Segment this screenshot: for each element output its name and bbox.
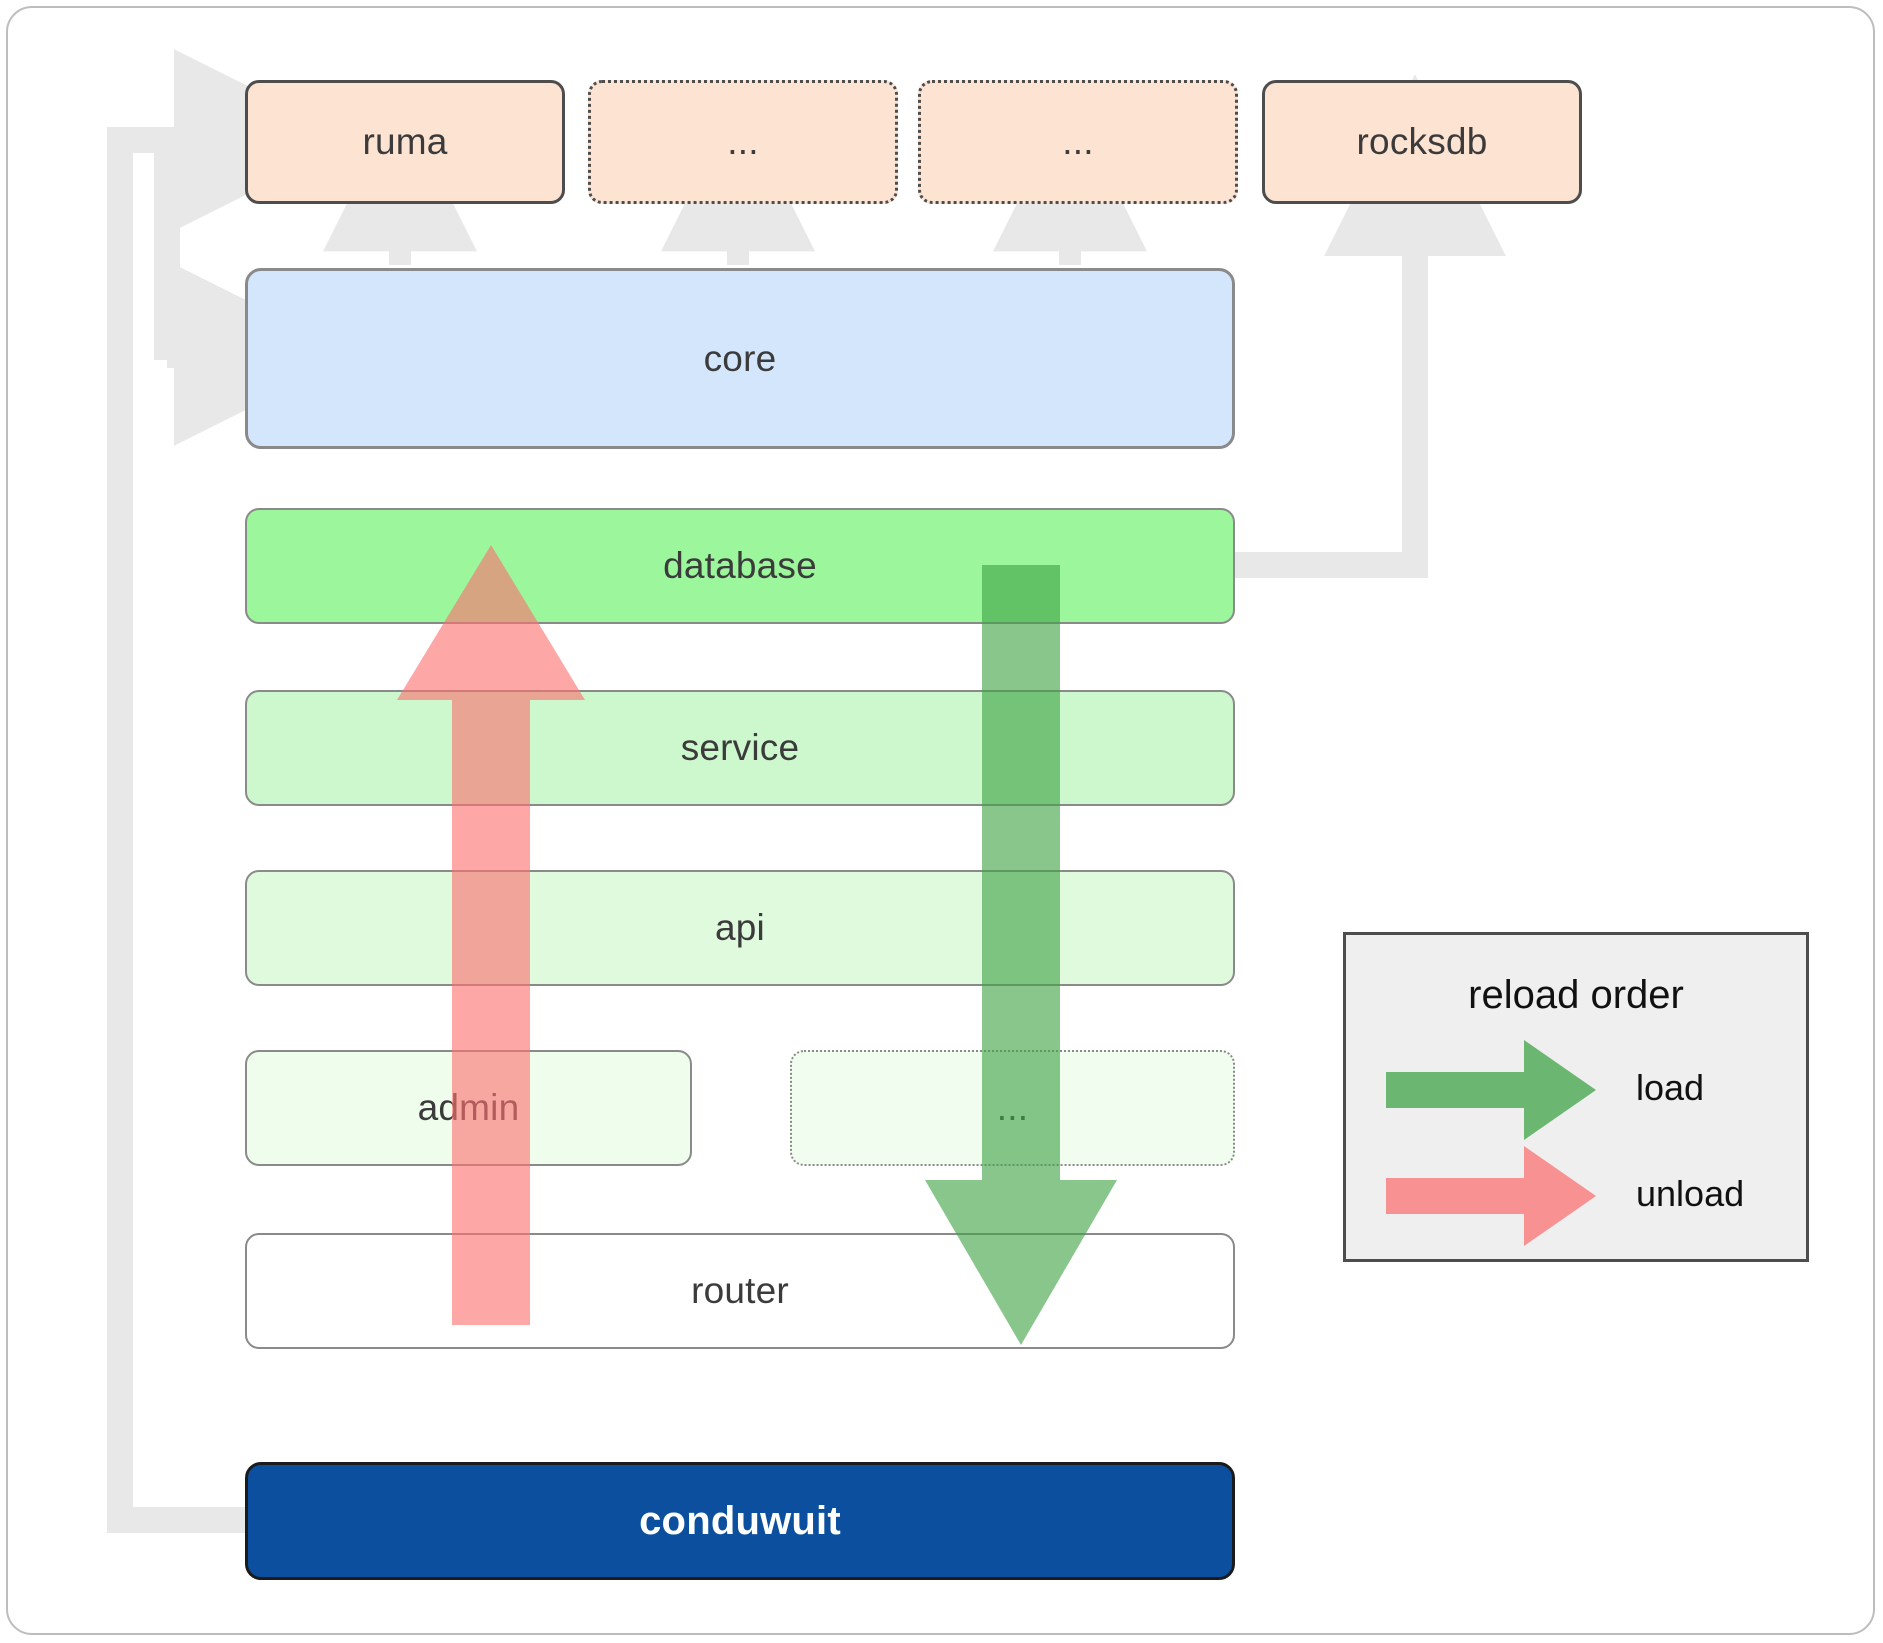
legend-arrow-icons (1386, 1040, 1596, 1246)
node-ruma[interactable]: ruma (245, 80, 565, 204)
connector-core-to-externals (323, 97, 1147, 265)
node-database[interactable]: database (245, 508, 1235, 624)
connector-database-to-rocksdb (1235, 74, 1506, 578)
load-arrow-icon (1386, 1040, 1596, 1140)
node-external-placeholder-2-label: ... (1062, 121, 1094, 162)
legend-title: reload order (1468, 973, 1684, 1017)
node-admin-label: admin (417, 1087, 520, 1128)
node-ruma-label: ruma (362, 121, 448, 162)
node-router-label: router (691, 1270, 789, 1311)
legend-label-unload: unload (1636, 1173, 1745, 1214)
node-conduwuit-label: conduwuit (639, 1498, 841, 1543)
node-extra-placeholder[interactable]: ... (790, 1050, 1235, 1166)
node-admin[interactable]: admin (245, 1050, 692, 1166)
legend-label-load: load (1636, 1067, 1705, 1108)
node-database-label: database (663, 545, 817, 586)
node-api-label: api (715, 907, 765, 948)
legend-panel: reload order load unload (1343, 932, 1809, 1262)
node-external-placeholder-1-label: ... (727, 121, 759, 162)
node-rocksdb[interactable]: rocksdb (1262, 80, 1582, 204)
node-rocksdb-label: rocksdb (1356, 121, 1488, 162)
node-external-placeholder-1[interactable]: ... (588, 80, 898, 204)
node-conduwuit[interactable]: conduwuit (245, 1462, 1235, 1580)
node-service[interactable]: service (245, 690, 1235, 806)
node-router[interactable]: router (245, 1233, 1235, 1349)
unload-arrow-icon (1386, 1146, 1596, 1246)
node-external-placeholder-2[interactable]: ... (918, 80, 1238, 204)
node-core[interactable]: core (245, 268, 1235, 449)
node-extra-placeholder-label: ... (996, 1087, 1029, 1128)
node-service-label: service (680, 727, 800, 768)
node-api[interactable]: api (245, 870, 1235, 986)
node-core-label: core (703, 337, 777, 379)
